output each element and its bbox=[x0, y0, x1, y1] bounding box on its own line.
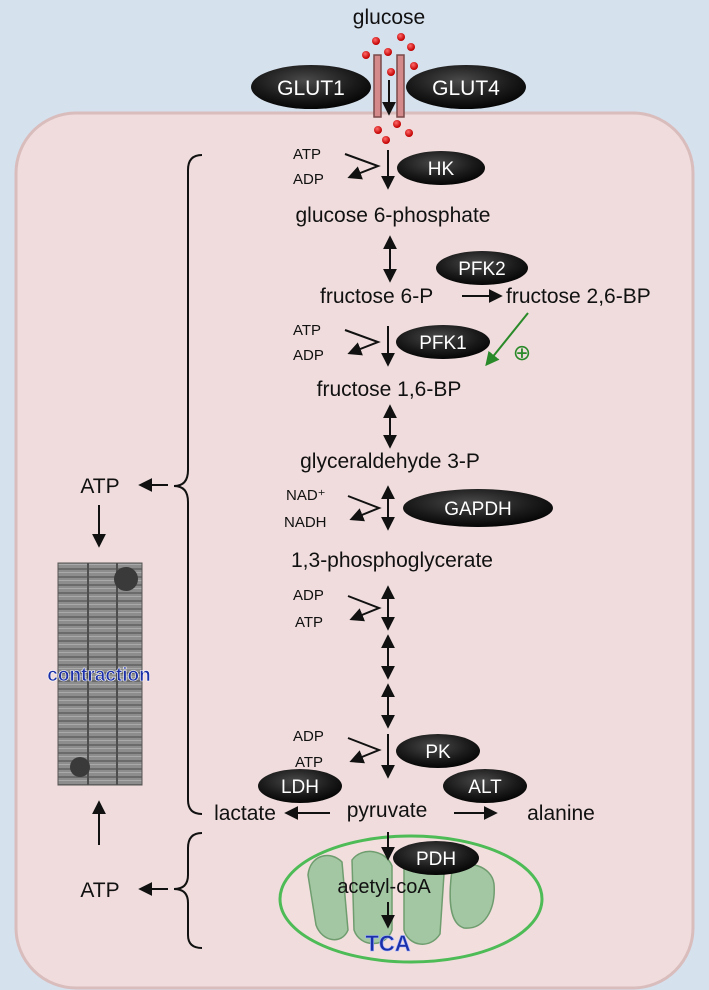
hk-cofactor-out: ADP bbox=[293, 171, 324, 188]
atp-tca-label: ATP bbox=[80, 879, 119, 902]
g6p-label: glucose 6-phosphate bbox=[296, 204, 491, 227]
gapdh-enzyme: GAPDH bbox=[403, 489, 553, 527]
pgk-cofactor-in: ADP bbox=[293, 587, 324, 604]
pfk2-enzyme: PFK2 bbox=[436, 251, 528, 285]
alt-label: ALT bbox=[468, 777, 502, 798]
pk-cofactor-in: ADP bbox=[293, 728, 324, 745]
muscle-fiber-image: contraction bbox=[47, 562, 151, 786]
pfk1-cofactor-out: ADP bbox=[293, 347, 324, 364]
ldh-enzyme: LDH bbox=[258, 769, 342, 803]
cell-membrane bbox=[14, 111, 695, 990]
glut1-label: GLUT1 bbox=[277, 77, 345, 100]
activation-arrow bbox=[485, 312, 529, 367]
gapdh-cofactor-in: NAD⁺ bbox=[286, 487, 326, 504]
hk-cofactor-in: ATP bbox=[293, 146, 321, 163]
pk-cofactor-out: ATP bbox=[295, 754, 323, 771]
f6p-label: fructose 6-P bbox=[320, 285, 433, 308]
f16bp-label: fructose 1,6-BP bbox=[317, 378, 462, 401]
gapdh-label: GAPDH bbox=[444, 499, 512, 520]
gapdh-cofactor-arrow bbox=[347, 495, 382, 522]
atp-glycolysis-label: ATP bbox=[80, 475, 119, 498]
pk-label: PK bbox=[425, 742, 451, 763]
alanine-label: alanine bbox=[527, 802, 595, 825]
alt-enzyme: ALT bbox=[443, 769, 527, 803]
glucose-molecules bbox=[362, 33, 418, 144]
tca-label: TCA bbox=[365, 931, 410, 956]
acetylcoa-label: acetyl-coA bbox=[337, 876, 431, 898]
pgk-cofactor-arrow bbox=[347, 595, 382, 622]
transporter-channel bbox=[373, 54, 405, 118]
glucose-label: glucose bbox=[353, 6, 425, 29]
hk-enzyme: HK bbox=[397, 151, 485, 185]
ldh-label: LDH bbox=[281, 777, 319, 798]
f26bp-label: fructose 2,6-BP bbox=[506, 285, 651, 308]
pfk1-label: PFK1 bbox=[419, 333, 467, 354]
gapdh-cofactor-out: NADH bbox=[284, 514, 327, 531]
hk-cofactor-arrow bbox=[344, 153, 381, 180]
pk-cofactor-arrow bbox=[347, 737, 382, 764]
g3p-label: glyceraldehyde 3-P bbox=[300, 450, 480, 473]
tca-bracket bbox=[173, 832, 203, 949]
pfk1-cofactor-in: ATP bbox=[293, 322, 321, 339]
pk-enzyme: PK bbox=[396, 734, 480, 768]
hk-label: HK bbox=[428, 159, 455, 180]
glut4-label: GLUT4 bbox=[432, 77, 500, 100]
mitochondrion bbox=[278, 834, 544, 964]
lactate-label: lactate bbox=[214, 802, 276, 825]
contraction-label: contraction bbox=[47, 665, 150, 686]
glut1-transporter: GLUT1 bbox=[251, 65, 371, 109]
glut4-transporter: GLUT4 bbox=[406, 65, 526, 109]
pfk2-label: PFK2 bbox=[458, 259, 506, 280]
activation-symbol: ⊕ bbox=[513, 340, 531, 365]
bpg-label: 1,3-phosphoglycerate bbox=[291, 549, 493, 572]
pfk1-cofactor-arrow bbox=[344, 329, 381, 356]
pdh-enzyme: PDH bbox=[393, 841, 479, 875]
pdh-label: PDH bbox=[416, 849, 456, 870]
glycolysis-bracket bbox=[173, 154, 203, 815]
pfk1-enzyme: PFK1 bbox=[396, 325, 490, 359]
pgk-cofactor-out: ATP bbox=[295, 614, 323, 631]
pyruvate-label: pyruvate bbox=[347, 799, 428, 822]
